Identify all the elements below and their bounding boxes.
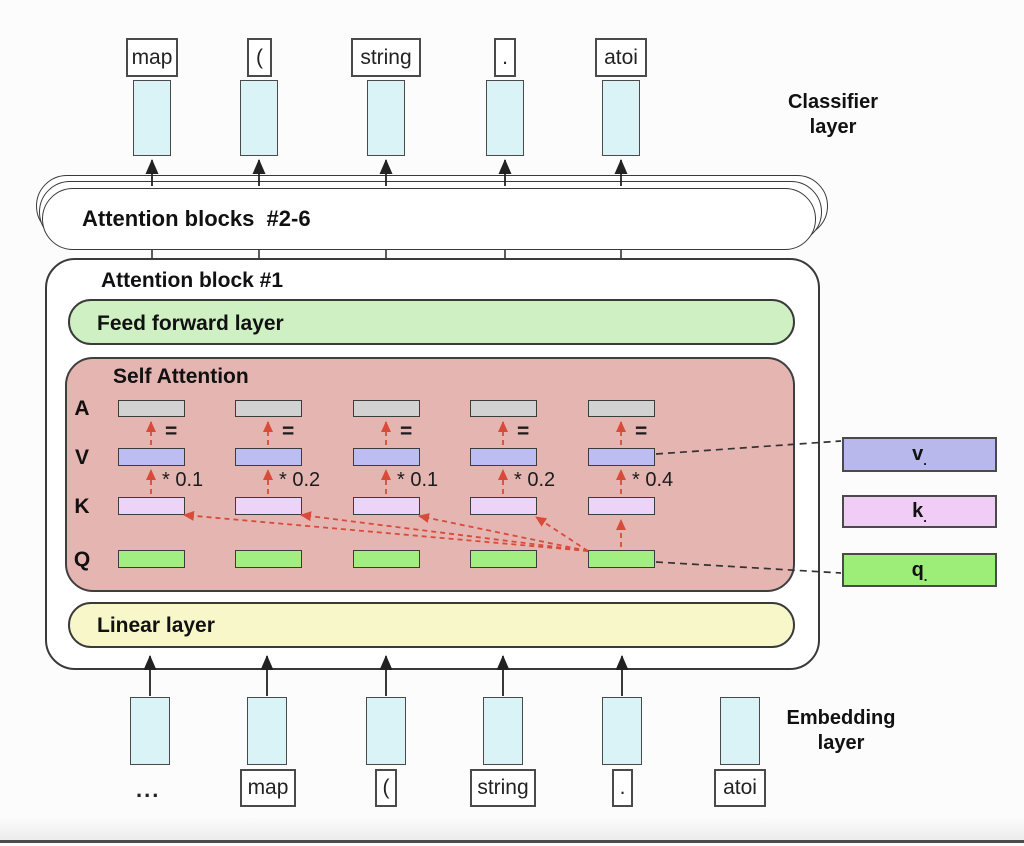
attention-weight: * 0.4	[632, 469, 674, 491]
row-label-v: V	[74, 446, 89, 469]
input-token-map: map	[240, 769, 296, 807]
input-token-atoi: atoi	[714, 769, 766, 807]
a-vector	[353, 400, 420, 417]
v-vector	[470, 448, 537, 466]
output-token-paren: (	[247, 38, 272, 77]
attention-weight: * 0.2	[279, 469, 321, 491]
q-vector	[118, 550, 185, 568]
v-vector	[235, 448, 302, 466]
legend-q-subscript: .	[923, 568, 928, 584]
embedding-vector	[247, 697, 287, 765]
row-label-a: A	[74, 397, 90, 420]
legend-k-label: k	[912, 500, 924, 522]
attention-block-1-label: Attention block #1	[101, 269, 284, 292]
legend-v-subscript: .	[923, 453, 927, 468]
linear-layer-label: Linear layer	[97, 614, 215, 637]
k-vector	[235, 497, 302, 515]
embedding-layer-label: Embedding layer	[786, 707, 896, 754]
attention-weight: * 0.1	[397, 469, 439, 491]
k-vector	[470, 497, 537, 515]
classifier-layer-label: Classifier layer	[787, 91, 879, 138]
page-bottom-divider	[0, 840, 1024, 843]
block-connectors	[151, 250, 622, 258]
embedding-vector	[720, 697, 760, 765]
output-token-period: .	[494, 38, 516, 77]
input-token-period: .	[612, 769, 633, 807]
v-vector	[353, 448, 420, 466]
k-vector	[118, 497, 185, 515]
input-token-paren: (	[375, 769, 397, 807]
attention-blocks-2-6-label: Attention blocks #2-6	[82, 206, 311, 231]
classifier-vector	[602, 80, 640, 156]
legend-q-box: q.	[842, 553, 997, 587]
attention-weight: * 0.1	[162, 469, 204, 491]
self-attention-title: Self Attention	[113, 365, 249, 388]
a-vector	[118, 400, 185, 417]
equals-sign: =	[517, 420, 530, 443]
a-vector	[235, 400, 302, 417]
k-vector	[588, 497, 655, 515]
page-bottom-strip	[0, 816, 1024, 841]
legend-v-box: v.	[842, 437, 997, 472]
legend-k-box: k.	[842, 495, 997, 528]
row-label-k: K	[74, 495, 90, 518]
output-token-string: string	[351, 38, 421, 77]
output-token-atoi: atoi	[595, 38, 647, 77]
classifier-vector	[240, 80, 278, 156]
v-vector	[118, 448, 185, 466]
input-token-ellipsis: ...	[136, 777, 161, 802]
self-attention-block	[65, 357, 795, 592]
equals-sign: =	[635, 420, 648, 443]
feed-forward-label: Feed forward layer	[97, 312, 284, 335]
classifier-vector	[486, 80, 524, 156]
attention-blocks-2-6-pill	[42, 188, 816, 250]
embedding-vector	[130, 697, 170, 765]
a-vector	[470, 400, 537, 417]
q-vector	[470, 550, 537, 568]
legend-q-label: q	[911, 558, 924, 581]
embedding-vector	[602, 697, 642, 765]
classifier-vector	[133, 80, 171, 156]
row-label-q: Q	[73, 548, 91, 571]
embedding-vector	[483, 697, 523, 765]
classifier-vector	[367, 80, 405, 156]
equals-sign: =	[400, 420, 413, 443]
attention-weight: * 0.2	[514, 469, 556, 491]
q-vector	[235, 550, 302, 568]
feed-forward-layer	[68, 299, 795, 345]
a-vector	[588, 400, 655, 417]
v-vector	[588, 448, 655, 466]
equals-sign: =	[282, 420, 295, 443]
legend-k-subscript: .	[923, 510, 927, 525]
k-vector	[353, 497, 420, 515]
output-token-map: map	[126, 38, 178, 77]
equals-sign: =	[165, 420, 178, 443]
input-token-string: string	[470, 769, 536, 807]
legend-v-label: v	[912, 443, 924, 465]
q-vector	[353, 550, 420, 568]
linear-layer	[68, 602, 795, 648]
q-vector	[588, 550, 655, 568]
embedding-vector	[366, 697, 406, 765]
